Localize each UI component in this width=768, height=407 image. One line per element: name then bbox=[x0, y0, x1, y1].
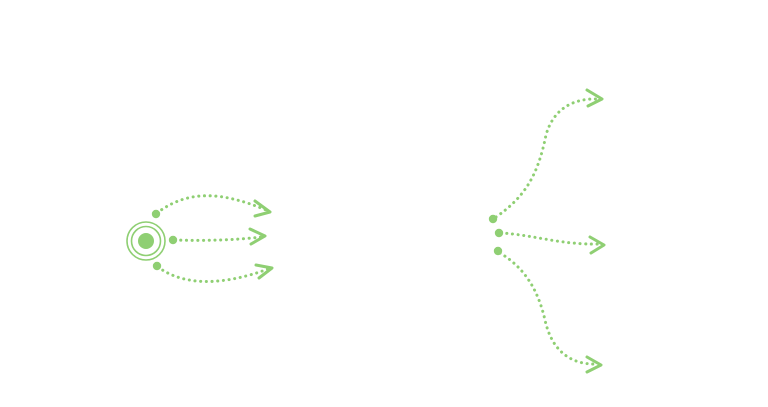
arrow-path bbox=[498, 251, 599, 366]
arrow-start-dot bbox=[168, 235, 178, 245]
arrow-top bbox=[151, 194, 272, 219]
arrow-upper bbox=[488, 88, 604, 224]
arrow-path bbox=[173, 235, 264, 242]
arrow-path bbox=[156, 265, 270, 283]
arrow-path bbox=[494, 97, 600, 219]
arrow-lower bbox=[493, 246, 603, 374]
arrow-middle bbox=[168, 227, 267, 246]
arrow-path bbox=[155, 194, 268, 215]
chevron-right-icon bbox=[585, 355, 603, 374]
chevron-right-icon bbox=[585, 88, 604, 108]
chevron-right-icon bbox=[588, 235, 606, 255]
origin-outer-ring bbox=[126, 221, 166, 261]
origin-group bbox=[126, 194, 274, 283]
spread-group bbox=[488, 88, 606, 374]
arrow-middle-right bbox=[494, 228, 606, 255]
arrow-start-dot bbox=[494, 228, 504, 238]
arrow-bottom bbox=[152, 261, 274, 283]
target-icon bbox=[126, 221, 166, 261]
chevron-right-icon bbox=[253, 199, 272, 218]
arrow-path bbox=[499, 231, 602, 246]
chevron-right-icon bbox=[254, 263, 274, 280]
chevron-right-icon bbox=[248, 227, 267, 246]
origin-inner-ring bbox=[130, 225, 162, 257]
origin-core bbox=[138, 233, 154, 249]
